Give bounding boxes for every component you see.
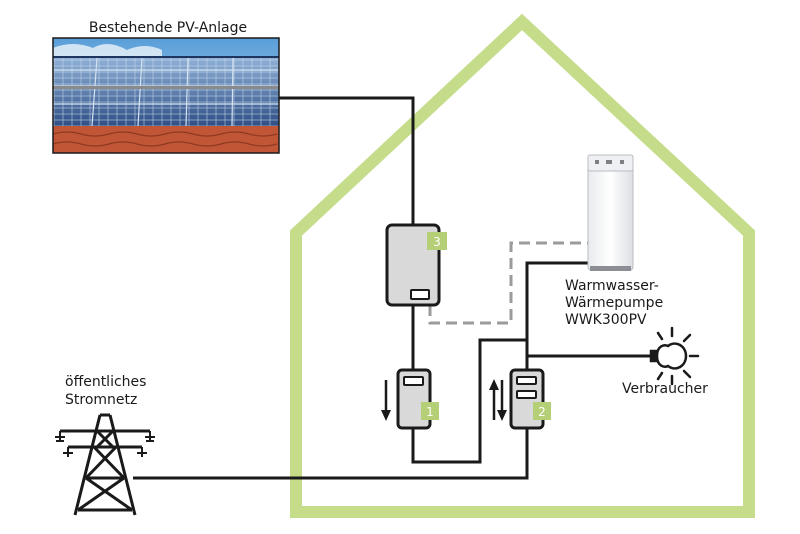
inverter-device: 3 xyxy=(385,223,447,307)
heat-pump-tank xyxy=(587,154,634,271)
inverter-number: 3 xyxy=(433,235,441,249)
grid-label-line2: Stromnetz xyxy=(65,392,137,408)
meter-2-number-badge xyxy=(533,402,551,420)
heat-pump-label-line1: Warmwasser- xyxy=(565,278,659,294)
pv-array-photo xyxy=(52,37,280,154)
bidirectional-arrow-icon xyxy=(489,379,507,421)
power-lines xyxy=(133,96,651,480)
consumer-label: Verbraucher xyxy=(622,381,708,397)
heat-pump-label-line2: Wärmepumpe xyxy=(565,295,663,311)
pv-label: Bestehende PV-Anlage xyxy=(89,20,247,36)
power-pylon-icon xyxy=(55,413,155,516)
grid-line xyxy=(133,428,529,480)
heat-pump-label-line3: WWK300PV xyxy=(565,312,647,328)
meter1-meter2-line xyxy=(411,338,527,464)
down-arrow-icon xyxy=(381,380,391,421)
grid-label-line1: öffentliches xyxy=(65,374,146,390)
light-bulb-icon xyxy=(649,326,700,386)
heatpump-line xyxy=(525,261,588,370)
meter-1: 1 xyxy=(381,368,439,430)
meter-1-number-badge xyxy=(421,402,439,420)
meter-1-number: 1 xyxy=(426,405,434,419)
meter-2: 2 xyxy=(489,368,551,430)
pv-line xyxy=(278,96,415,225)
data-line xyxy=(428,241,588,325)
house-outline xyxy=(290,13,755,518)
meter-2-number: 2 xyxy=(538,405,546,419)
inverter-number-badge xyxy=(427,232,447,250)
